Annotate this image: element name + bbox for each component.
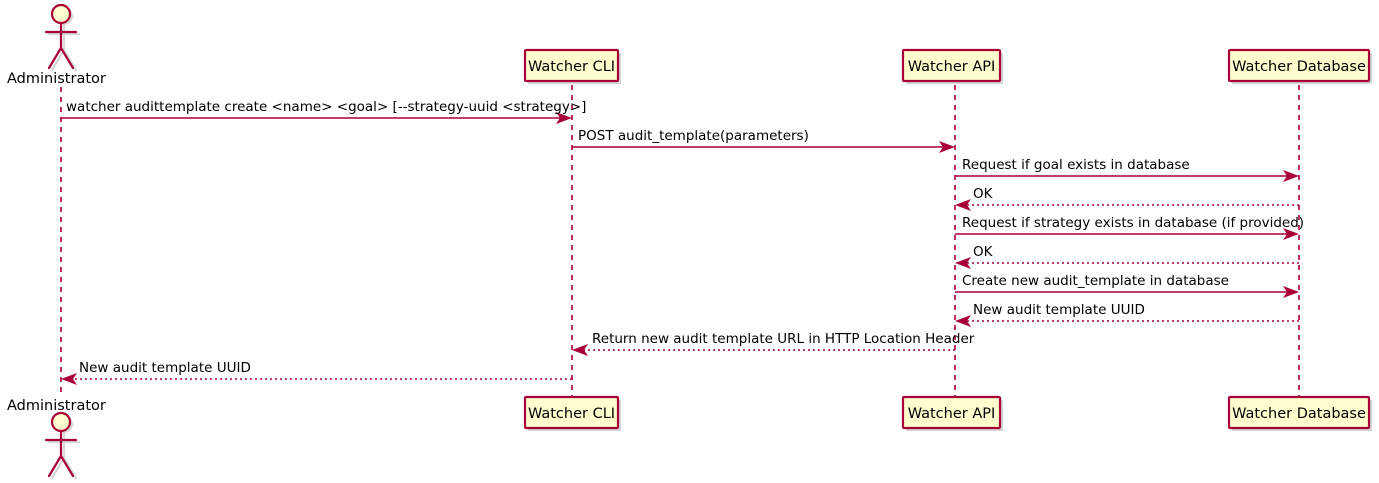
message-3[interactable]: Request if goal exists in database: [955, 157, 1299, 182]
message-7-label: Create new audit_template in database: [962, 273, 1229, 289]
message-1-arrowhead: [556, 112, 572, 124]
message-1-label: watcher audittemplate create <name> <goa…: [66, 99, 586, 115]
message-6-label: OK: [973, 244, 994, 260]
message-2-arrowhead: [939, 141, 955, 153]
participant-watcher-database-top[interactable]: Watcher Database: [1227, 48, 1372, 84]
participant-watcher-api-top[interactable]: Watcher API: [901, 48, 1003, 84]
message-10[interactable]: New audit template UUID: [61, 360, 572, 385]
participant-box: [523, 395, 620, 430]
actor-head-icon: [50, 3, 72, 25]
actor-body-shadow-bottom: [47, 431, 81, 480]
message-7[interactable]: Create new audit_template in database: [955, 273, 1299, 298]
participant-watcher-database-bottom[interactable]: Watcher Database: [1227, 395, 1372, 431]
message-5[interactable]: Request if strategy exists in database (…: [955, 215, 1304, 240]
message-6-arrowhead: [955, 257, 971, 269]
message-1[interactable]: watcher audittemplate create <name> <goa…: [61, 99, 586, 124]
message-8[interactable]: New audit template UUID: [955, 302, 1299, 327]
message-5-arrowhead: [1283, 228, 1299, 240]
participant-watcher-cli-bottom[interactable]: Watcher CLI: [523, 395, 621, 431]
message-5-label: Request if strategy exists in database (…: [962, 215, 1304, 231]
message-2-label: POST audit_template(parameters): [578, 128, 809, 144]
message-10-label: New audit template UUID: [79, 360, 251, 376]
participant-box: [901, 48, 1002, 83]
participant-watcher-cli-top-label: Watcher CLI: [528, 59, 615, 75]
message-9-label: Return new audit template URL in HTTP Lo…: [592, 331, 975, 347]
participant-watcher-database-bottom-label: Watcher Database: [1232, 406, 1366, 422]
participant-watcher-api-bottom-label: Watcher API: [908, 406, 996, 422]
actor-body-shadow: [47, 23, 81, 72]
message-6[interactable]: OK: [955, 244, 1299, 269]
message-7-arrowhead: [1283, 286, 1299, 298]
message-9[interactable]: Return new audit template URL in HTTP Lo…: [572, 331, 975, 356]
participant-box: [1227, 395, 1371, 430]
actor-body-icon: [44, 21, 78, 70]
lifelines: [60, 85, 1300, 396]
message-4[interactable]: OK: [955, 186, 1299, 211]
participant-box: [1227, 48, 1371, 83]
actor-administrator-bottom-label: Administrator: [7, 398, 106, 414]
message-2[interactable]: POST audit_template(parameters): [572, 128, 955, 153]
actor-head-icon-bottom: [50, 411, 72, 433]
actor-administrator-bottom[interactable]: Administrator: [7, 398, 106, 480]
actor-administrator-top[interactable]: Administrator: [7, 3, 106, 87]
participant-watcher-database-top-label: Watcher Database: [1232, 59, 1366, 75]
message-9-arrowhead: [572, 344, 588, 356]
message-3-label: Request if goal exists in database: [962, 157, 1190, 173]
message-8-arrowhead: [955, 315, 971, 327]
message-8-label: New audit template UUID: [973, 302, 1145, 318]
participant-box: [523, 48, 620, 83]
message-4-label: OK: [973, 186, 994, 202]
participant-watcher-cli-bottom-label: Watcher CLI: [528, 406, 615, 422]
participant-watcher-cli-top[interactable]: Watcher CLI: [523, 48, 621, 84]
actor-body-icon-bottom: [44, 429, 78, 478]
participant-watcher-api-bottom[interactable]: Watcher API: [901, 395, 1003, 431]
message-10-arrowhead: [61, 373, 77, 385]
participant-box: [901, 395, 1002, 430]
participant-watcher-api-top-label: Watcher API: [908, 59, 996, 75]
message-4-arrowhead: [955, 199, 971, 211]
actor-administrator-top-label: Administrator: [7, 71, 106, 87]
messages: watcher audittemplate create <name> <goa…: [61, 99, 1304, 385]
message-3-arrowhead: [1283, 170, 1299, 182]
